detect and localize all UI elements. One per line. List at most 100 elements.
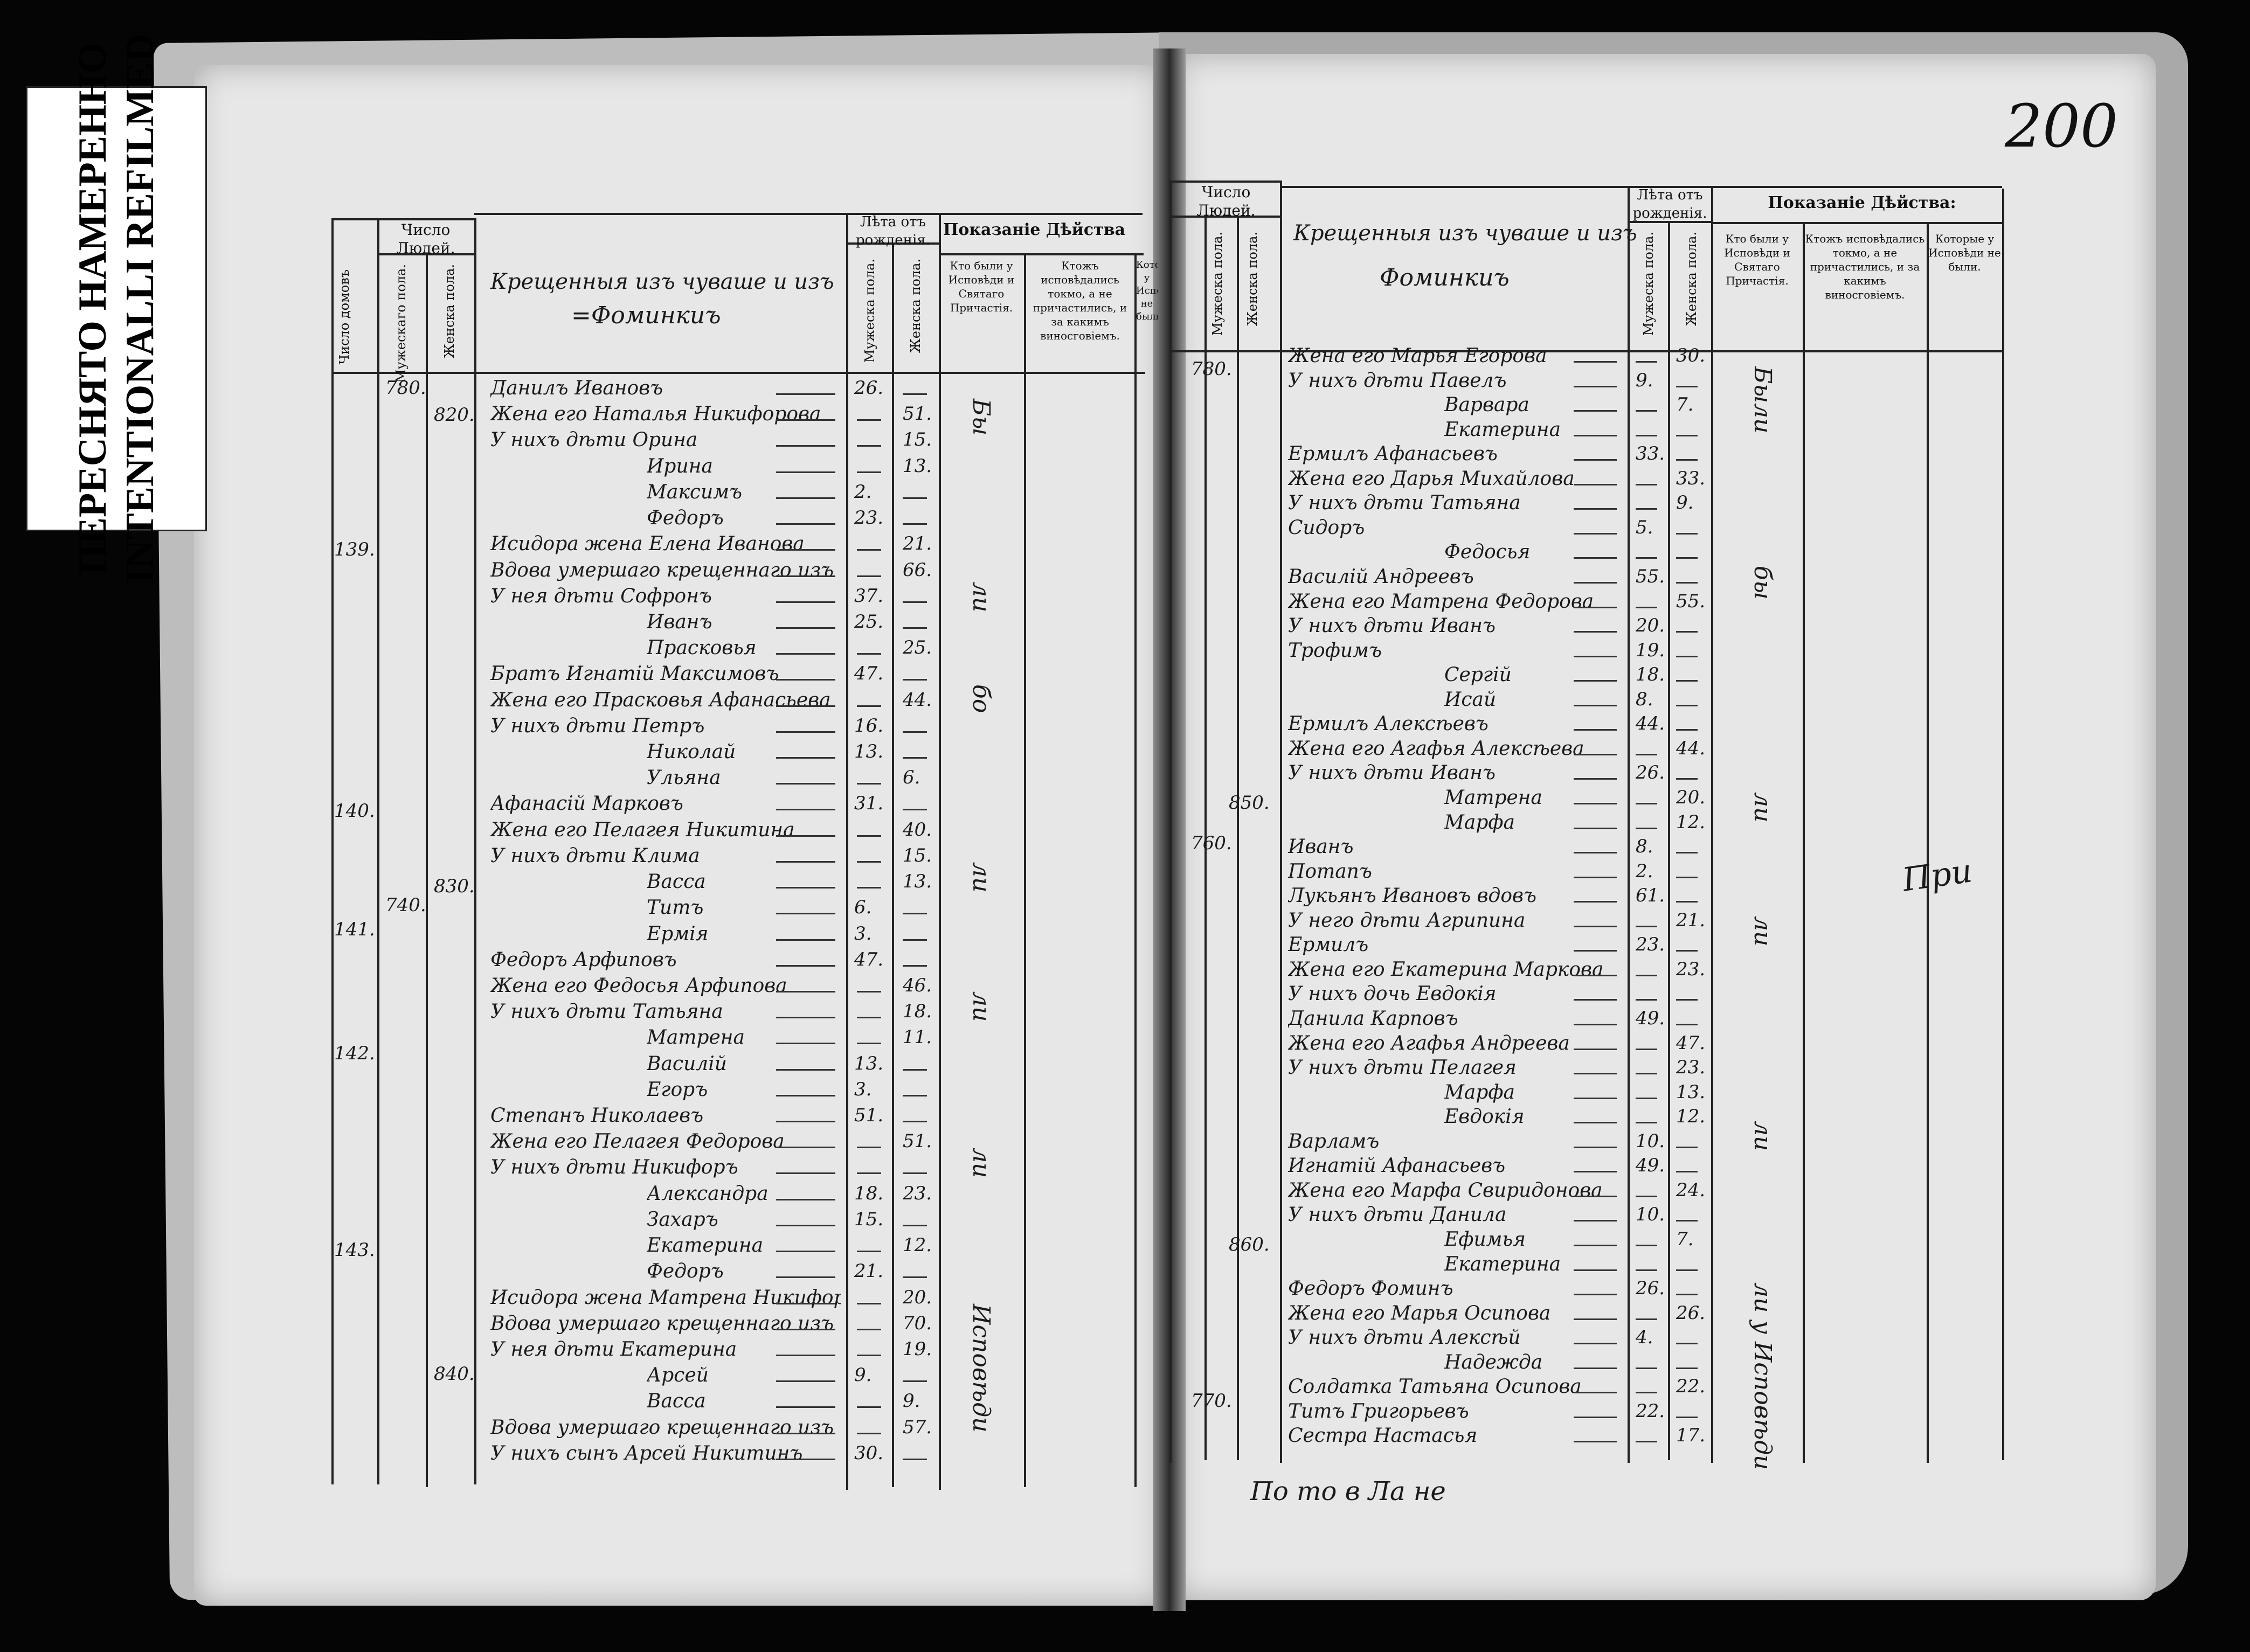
register-entry-name: У нихъ дѣти Павелъ	[1288, 369, 1507, 392]
ditto-dash	[857, 1432, 881, 1434]
ditto-dash	[1574, 925, 1617, 927]
ditto-dash	[857, 1043, 881, 1045]
ditto-dash	[1636, 1392, 1657, 1394]
header-who-was: Кто были у Исповѣди и Святаго Причастія.	[948, 259, 1015, 314]
ditto-dash	[903, 523, 927, 525]
register-entry-name: Надежда	[1444, 1351, 1543, 1373]
register-entry-name: Жена его Матрена Федорова	[1288, 590, 1594, 613]
age-male-value: 6.	[854, 897, 872, 919]
male-tally: 740.	[385, 894, 426, 916]
ditto-dash	[1574, 1220, 1617, 1222]
header-age-female: Женска пола.	[908, 259, 923, 353]
ditto-dash	[1676, 631, 1698, 633]
ditto-dash	[903, 679, 927, 681]
footer-note: По то в Ла не	[1250, 1476, 1446, 1507]
ditto-dash	[903, 757, 927, 759]
ditto-dash	[1676, 901, 1698, 903]
ditto-dash	[1636, 606, 1657, 608]
ditto-dash	[1574, 778, 1617, 780]
age-female-value: 33.	[1676, 467, 1706, 489]
ditto-dash	[776, 705, 835, 707]
register-entry-name: Николай	[647, 741, 736, 763]
folio-number: 200	[2005, 92, 2118, 161]
register-entry-name: Жена его Агафья Андреева	[1288, 1032, 1570, 1054]
age-female-value: 23.	[903, 1182, 932, 1204]
ditto-dash	[776, 471, 835, 473]
ditto-dash	[857, 445, 881, 447]
ditto-dash	[1676, 1343, 1698, 1345]
age-female-value: 17.	[1676, 1425, 1706, 1447]
register-entry-name: Жена его Марья Егорова	[1288, 345, 1547, 367]
age-female-value: 25.	[903, 637, 932, 659]
ditto-dash	[1676, 1220, 1698, 1222]
ditto-dash	[1636, 925, 1657, 927]
status-mark: ли	[967, 991, 995, 1022]
register-entry-name: Вдова умершаго крещеннаго изъ чуваша Ерм…	[490, 1312, 841, 1335]
register-entry-name: Ермилъ Афанасьевъ	[1288, 443, 1498, 466]
left-page	[194, 65, 1164, 1606]
age-female-value: 18.	[903, 1001, 932, 1023]
ditto-dash	[903, 1068, 927, 1071]
age-female-value: 22.	[1676, 1376, 1706, 1398]
register-entry-name: Марфа	[1444, 811, 1515, 834]
age-male-value: 5.	[1636, 516, 1653, 538]
ditto-dash	[903, 627, 927, 629]
ditto-dash	[857, 1354, 881, 1356]
ditto-dash	[857, 835, 881, 837]
register-entry-name: Сидоръ	[1288, 516, 1365, 539]
ditto-dash	[1574, 508, 1617, 510]
header-status: Показаніе Дѣйства	[943, 220, 1126, 239]
ditto-dash	[1676, 1146, 1698, 1148]
ditto-dash	[1636, 1048, 1657, 1050]
ditto-dash	[776, 1068, 835, 1071]
ditto-dash	[1574, 434, 1617, 436]
register-entry-name: У нихъ дѣти Иванъ	[1288, 615, 1496, 637]
age-male-value: 4.	[1636, 1327, 1653, 1349]
age-male-value: 47.	[854, 948, 884, 970]
ditto-dash	[857, 705, 881, 707]
ditto-dash	[1574, 1073, 1617, 1075]
register-entry-name: У нихъ дочь Евдокія	[1288, 983, 1497, 1005]
age-female-value: 7.	[1676, 394, 1694, 416]
age-male-value: 23.	[1636, 934, 1665, 956]
ditto-dash	[1574, 1097, 1617, 1099]
ditto-dash	[903, 1276, 927, 1279]
register-entry-name: Иванъ	[647, 610, 712, 633]
age-male-value: 51.	[854, 1105, 884, 1126]
header-title-line1: Крещенныя изъ чуваше и изъ	[490, 269, 834, 294]
ditto-dash	[1574, 1146, 1617, 1148]
status-mark: бо	[967, 684, 995, 713]
status-mark: ли	[1749, 1121, 1776, 1151]
ditto-dash	[857, 887, 881, 889]
age-male-value: 19.	[1636, 639, 1665, 661]
rule	[1204, 216, 1207, 1460]
house-number: 141.	[334, 919, 375, 940]
age-female-value: 40.	[903, 818, 932, 841]
age-female-value: 57.	[903, 1416, 932, 1438]
register-entry-name: Ермія	[647, 922, 709, 945]
header-age-male-right: Мужеска пола.	[1641, 232, 1656, 336]
age-male-value: 13.	[854, 1052, 884, 1074]
ditto-dash	[1574, 1024, 1617, 1025]
register-entry-name: Игнатій Афанасьевъ	[1288, 1155, 1506, 1177]
ditto-dash	[1574, 1122, 1617, 1124]
age-female-value: 55.	[1676, 590, 1706, 612]
register-entry-name: Жена его Екатерина Маркова	[1288, 958, 1604, 981]
ditto-dash	[1676, 1416, 1698, 1418]
header-who-not: Которые у Исповѣди не были.	[1136, 259, 1158, 322]
age-female-value: 46.	[903, 974, 932, 996]
age-male-value: 25.	[854, 610, 884, 633]
register-entry-name: Жена его Прасковья Афанасьева	[490, 689, 831, 711]
ditto-dash	[776, 575, 835, 577]
rule	[1628, 186, 1630, 1463]
ditto-dash	[1676, 1294, 1698, 1296]
ditto-dash	[776, 913, 835, 915]
register-entry-name: Ефимья	[1444, 1228, 1526, 1251]
ditto-dash	[1636, 1269, 1657, 1271]
register-entry-name: Исидора жена Матрена Никифорова	[490, 1286, 841, 1309]
ditto-dash	[903, 1224, 927, 1226]
ditto-dash	[1574, 361, 1617, 363]
age-female-value: 30.	[1676, 345, 1706, 366]
header-number-people-right: Число Людей.	[1196, 183, 1256, 219]
stamp-line-english: INTENTIONALLI REFILMED	[118, 33, 162, 584]
